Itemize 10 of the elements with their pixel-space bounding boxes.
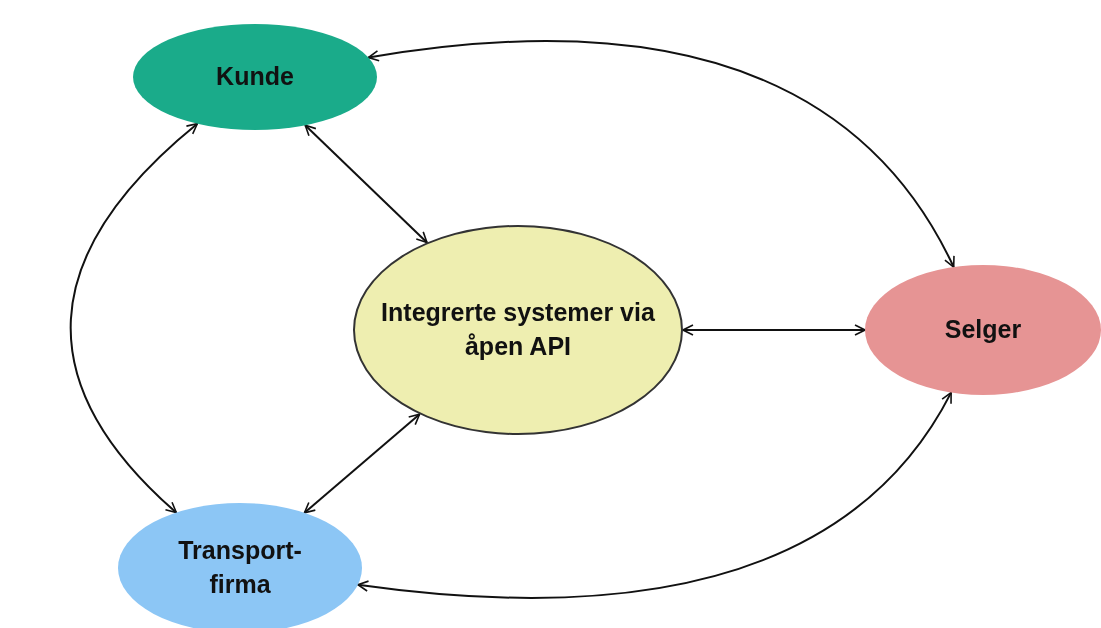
- double-arrow: [303, 413, 421, 514]
- node-label: Integrerte systemer via åpen API: [380, 297, 656, 362]
- double-arrow: [356, 391, 953, 599]
- node-label: Transport- firma: [177, 535, 303, 600]
- double-arrow: [367, 40, 955, 269]
- double-arrow: [304, 124, 428, 244]
- node-label: Kunde: [216, 61, 294, 93]
- double-arrow: [682, 324, 866, 336]
- double-arrow: [69, 122, 199, 514]
- node-label: Selger: [944, 314, 1022, 346]
